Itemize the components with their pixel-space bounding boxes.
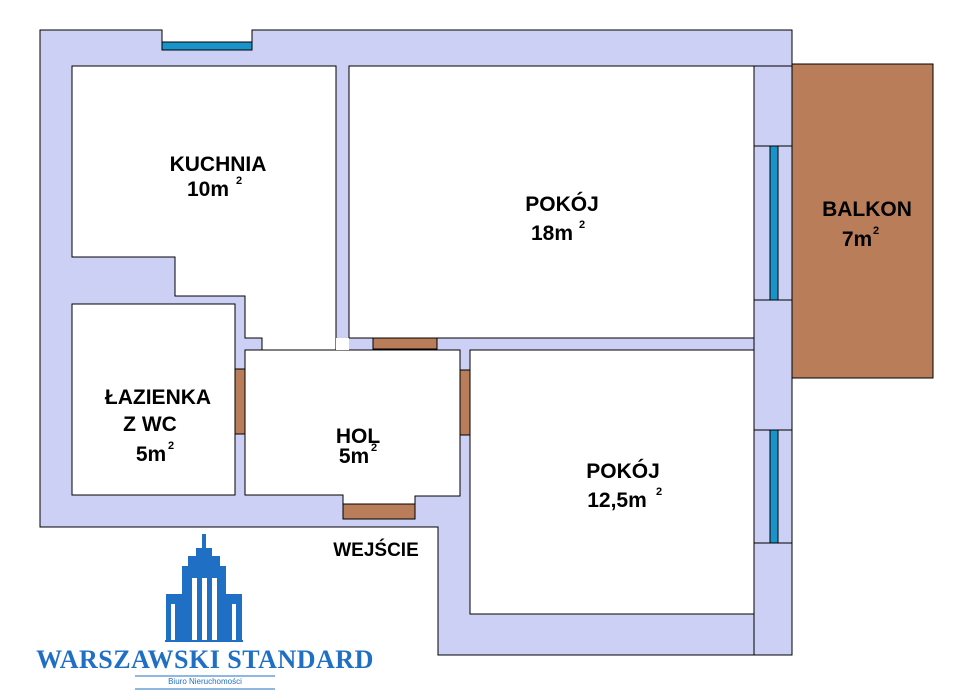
door-lazienka xyxy=(234,368,246,435)
lazienka-name-line2: Z WC xyxy=(123,413,177,436)
pillar-right-top xyxy=(753,65,793,147)
lazienka-area-exp: 2 xyxy=(168,440,174,452)
kuchnia-name: KUCHNIA xyxy=(170,153,267,176)
kuchnia-area-exp: 2 xyxy=(236,175,242,187)
door-pokoj-small xyxy=(459,369,471,436)
doors xyxy=(234,337,471,520)
balkon-name: BALKON xyxy=(822,198,912,221)
pokoj-small-floor xyxy=(469,349,755,615)
window-pokoj-small xyxy=(769,429,779,544)
pokoj-small-area: 12,5m xyxy=(587,489,647,512)
kuchnia-floor xyxy=(71,65,337,351)
brand-subtitle: Biuro Nieruchomości xyxy=(168,677,242,686)
pokoj-large-area: 18m xyxy=(531,222,573,245)
pokoj-large-area-exp: 2 xyxy=(579,219,585,231)
balkon-area: 7m xyxy=(842,228,872,251)
building-logo-icon xyxy=(165,534,243,642)
room-labels: KUCHNIA 10m 2 POKÓJ 18m 2 BALKON 7m 2 ŁA… xyxy=(105,153,912,561)
pillar-right-middle xyxy=(753,299,793,431)
entrance-label: WEJŚCIE xyxy=(333,539,419,561)
lazienka-floor xyxy=(71,303,236,496)
pillar-right-bottom xyxy=(753,542,793,656)
hol-area: 5m xyxy=(339,445,369,468)
pokoj-large-floor xyxy=(348,65,755,339)
hol-area-exp: 2 xyxy=(371,442,377,454)
door-entrance xyxy=(342,503,416,520)
door-pokoj-large xyxy=(372,337,438,350)
balcony-area xyxy=(791,63,934,379)
brand-name: WARSZAWSKI STANDARD xyxy=(36,645,374,674)
lazienka-area: 5m xyxy=(136,443,166,466)
pokoj-small-area-exp: 2 xyxy=(656,486,662,498)
window-pokoj-large xyxy=(769,145,779,301)
pokoj-large-name: POKÓJ xyxy=(525,192,599,216)
rooms-floor xyxy=(71,65,755,615)
kuchnia-area: 10m xyxy=(187,178,229,201)
window-kitchen xyxy=(161,41,253,51)
pokoj-small-name: POKÓJ xyxy=(586,459,660,483)
kitchen-hall-opening xyxy=(336,338,349,350)
hol-name: HOL xyxy=(336,425,381,448)
lazienka-name-line1: ŁAZIENKA xyxy=(105,386,211,409)
balkon-area-exp: 2 xyxy=(873,225,879,237)
